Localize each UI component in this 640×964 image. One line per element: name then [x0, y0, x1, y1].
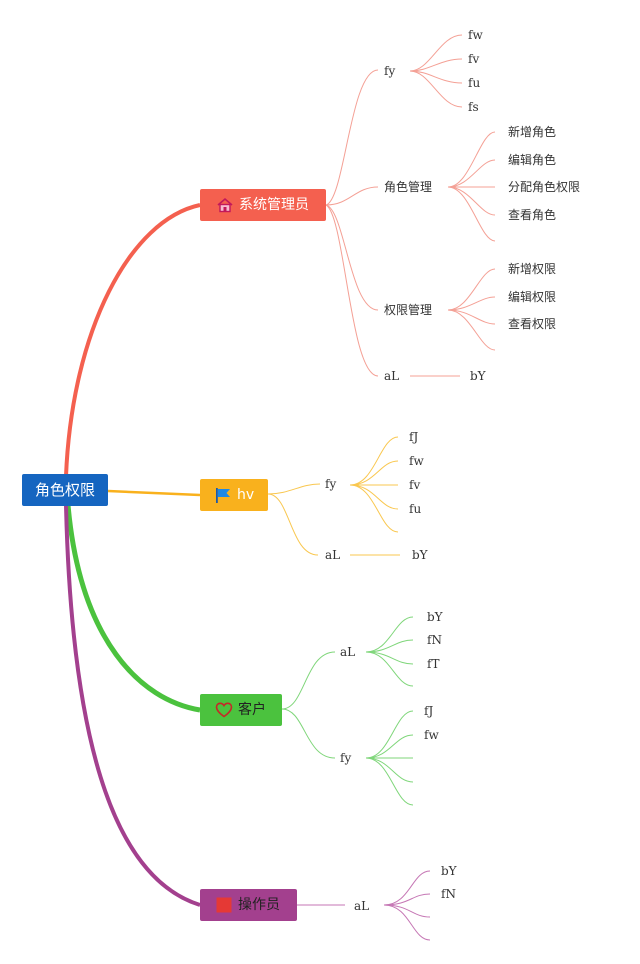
hv-connectors [267, 436, 400, 556]
admin-fy-item[interactable]: fw [468, 28, 483, 42]
customer-al-node[interactable]: aL [340, 645, 356, 659]
hv-fy-item[interactable]: fw [409, 454, 424, 468]
heart-icon [215, 701, 233, 719]
customer-connectors [281, 616, 414, 806]
root-node[interactable]: 角色权限 [22, 474, 108, 506]
admin-role-mgmt-item[interactable]: 分配角色权限 [508, 180, 581, 194]
connector-root-admin [64, 203, 201, 477]
admin-al-child[interactable]: bY [470, 369, 486, 383]
customer-al-item[interactable]: fT [427, 657, 440, 671]
admin-connectors [325, 34, 496, 377]
branch-operator[interactable]: 操作员 [200, 889, 297, 921]
admin-fy-item[interactable]: fu [468, 76, 481, 90]
connector-root-customer [65, 504, 201, 713]
hv-fy-item[interactable]: fu [409, 502, 422, 516]
connector-root-hv [107, 489, 201, 497]
admin-fy-node[interactable]: fy [384, 64, 396, 78]
customer-al-item[interactable]: bY [427, 610, 443, 624]
customer-al-item[interactable]: fN [427, 633, 442, 647]
branch-customer[interactable]: 客户 [200, 694, 282, 726]
operator-al-node[interactable]: aL [354, 899, 370, 913]
operator-al-item[interactable]: bY [441, 864, 457, 878]
admin-al-node[interactable]: aL [384, 369, 400, 383]
branch-operator-label: 操作员 [238, 897, 280, 913]
branch-admin-label: 系统管理员 [239, 197, 309, 213]
operator-connectors [297, 870, 431, 941]
admin-perm-mgmt-item[interactable]: 新增权限 [508, 262, 557, 276]
branch-hv-label: hv [237, 487, 255, 503]
customer-fy-item[interactable]: fJ [424, 704, 434, 718]
branch-admin[interactable]: 系统管理员 [200, 189, 326, 221]
admin-fy-item[interactable]: fs [468, 100, 479, 114]
hv-fy-item[interactable]: fv [409, 478, 421, 492]
connector-root-operator [64, 504, 201, 907]
admin-perm-mgmt-item[interactable]: 编辑权限 [508, 290, 557, 304]
customer-fy-node[interactable]: fy [340, 751, 352, 765]
hv-al-node[interactable]: aL [325, 548, 341, 562]
hv-fy-node[interactable]: fy [325, 477, 337, 491]
hv-fy-item[interactable]: fJ [409, 430, 419, 444]
branch-customer-label: 客户 [238, 702, 266, 718]
home-icon [216, 196, 234, 214]
admin-role-mgmt-item[interactable]: 编辑角色 [508, 153, 557, 167]
admin-perm-mgmt-item[interactable]: 查看权限 [508, 317, 557, 331]
admin-fy-item[interactable]: fv [468, 52, 480, 66]
branch-hv[interactable]: hv [200, 479, 268, 511]
hv-al-child[interactable]: bY [412, 548, 428, 562]
admin-role-mgmt-item[interactable]: 查看角色 [508, 208, 557, 222]
admin-role-mgmt-item[interactable]: 新增角色 [508, 125, 557, 139]
admin-perm-mgmt-node[interactable]: 权限管理 [384, 303, 433, 317]
customer-fy-item[interactable]: fw [424, 728, 439, 742]
root-label: 角色权限 [34, 480, 95, 499]
admin-role-mgmt-node[interactable]: 角色管理 [384, 180, 433, 194]
stop-square-icon [215, 896, 233, 914]
flag-icon [214, 486, 232, 504]
operator-al-item[interactable]: fN [441, 887, 456, 901]
